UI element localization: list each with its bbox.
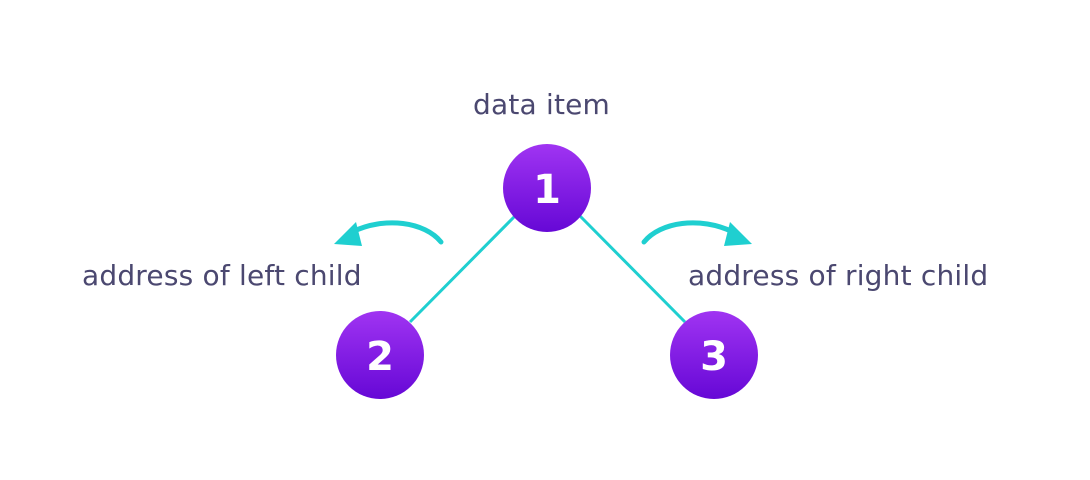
edge-root-left <box>408 214 517 324</box>
edge-root-right <box>578 214 687 324</box>
tree-node-left: 2 <box>336 311 424 399</box>
tree-node-root: 1 <box>503 144 591 232</box>
node-left-label: 2 <box>366 334 394 380</box>
left-pointer-arrow-icon <box>334 220 444 246</box>
right-child-address-label: address of right child <box>688 259 989 292</box>
node-right-label: 3 <box>700 334 728 380</box>
tree-node-right: 3 <box>670 311 758 399</box>
data-item-label: data item <box>473 88 611 121</box>
left-child-address-label: address of left child <box>82 259 362 292</box>
node-root-label: 1 <box>533 167 561 213</box>
right-pointer-arrow-icon <box>641 220 752 246</box>
